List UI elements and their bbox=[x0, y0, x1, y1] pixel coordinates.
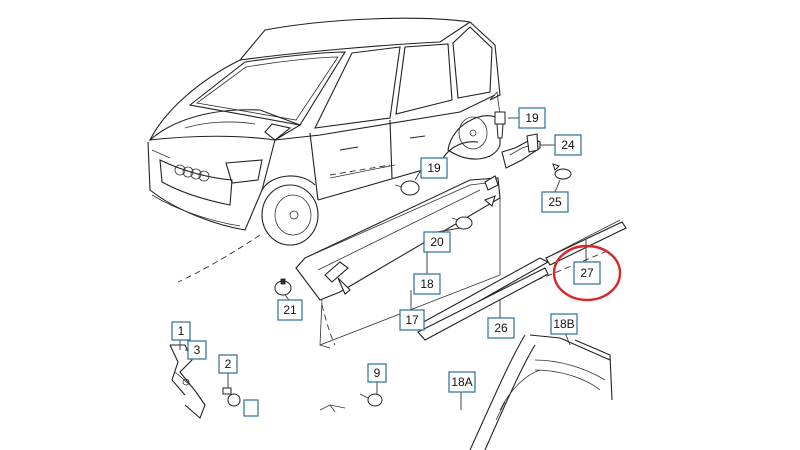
callout-label: 1 bbox=[178, 324, 185, 338]
callout-18b: 18B bbox=[550, 313, 578, 335]
callout-label: 26 bbox=[494, 321, 508, 335]
lower-body-panel bbox=[319, 334, 613, 450]
callout-27: 27 bbox=[573, 261, 601, 285]
callout-19b: 19 bbox=[420, 157, 448, 179]
callout-label: 2 bbox=[225, 357, 232, 371]
callout-label: 18 bbox=[420, 277, 434, 291]
callout-label: 18B bbox=[553, 317, 574, 331]
callout-9: 9 bbox=[367, 363, 387, 383]
callout-label: 18A bbox=[451, 375, 472, 389]
callout-label: 17 bbox=[405, 313, 419, 327]
screw-2 bbox=[222, 387, 241, 407]
callout-label: 20 bbox=[430, 235, 444, 249]
callout-26: 26 bbox=[487, 317, 515, 339]
callout-17: 17 bbox=[399, 309, 425, 331]
callout-25: 25 bbox=[541, 191, 569, 213]
callout-1: 1 bbox=[171, 321, 191, 341]
callout-21: 21 bbox=[277, 299, 303, 321]
callout-20: 20 bbox=[423, 231, 451, 253]
screw-19-top bbox=[494, 111, 506, 139]
screw-20 bbox=[451, 216, 473, 230]
projection-line bbox=[177, 234, 261, 283]
audi-rings-logo bbox=[174, 164, 210, 182]
callout-label: 25 bbox=[548, 195, 562, 209]
highlight-circle bbox=[552, 244, 622, 302]
callout-label: 19 bbox=[525, 111, 539, 125]
sill-trim-panel bbox=[295, 175, 501, 301]
front-wheel bbox=[261, 184, 319, 246]
callout-18a: 18A bbox=[448, 371, 476, 393]
screw-21 bbox=[274, 278, 292, 296]
callout-label: 27 bbox=[580, 266, 594, 280]
screw-19-mid bbox=[394, 180, 420, 196]
callout-label: 21 bbox=[283, 303, 297, 317]
leader-lines bbox=[179, 117, 587, 410]
screw-25 bbox=[552, 163, 572, 180]
lower-bracket-part bbox=[169, 344, 206, 419]
callout-19a: 19 bbox=[518, 107, 546, 129]
callout-label: 3 bbox=[194, 343, 201, 357]
callout-partial bbox=[243, 399, 259, 417]
callout-2: 2 bbox=[218, 354, 238, 374]
projection-line bbox=[321, 304, 336, 346]
callout-3: 3 bbox=[187, 340, 207, 360]
callout-label: 9 bbox=[374, 366, 381, 380]
rear-wheel bbox=[447, 115, 501, 160]
callout-24: 24 bbox=[554, 134, 582, 156]
bracket-part bbox=[501, 133, 541, 169]
projection-line bbox=[329, 164, 391, 176]
callout-label: 19 bbox=[427, 161, 441, 175]
screw-9 bbox=[359, 393, 383, 407]
callout-label: 24 bbox=[561, 138, 575, 152]
callout-18: 18 bbox=[413, 273, 441, 295]
